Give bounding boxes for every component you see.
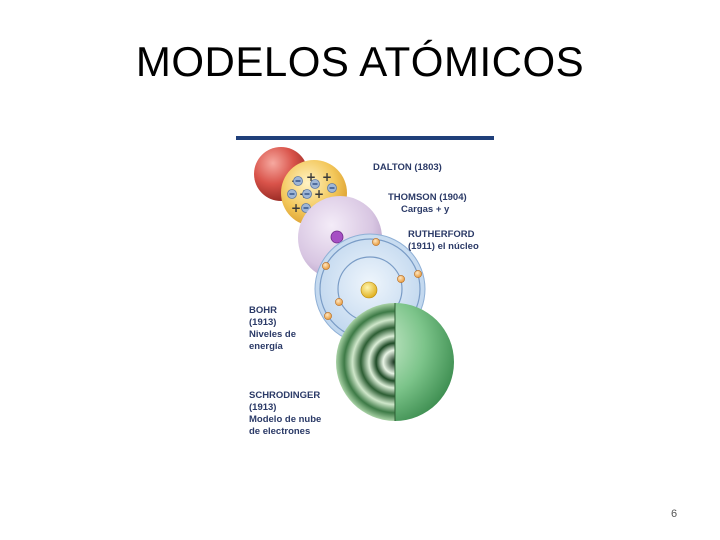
atomic-models-figure: +++ ++ ++ <box>236 136 494 448</box>
bohr-label-line4: energía <box>249 341 284 352</box>
svg-text:+: + <box>314 187 324 201</box>
svg-text:+: + <box>291 201 301 215</box>
svg-text:+: + <box>322 170 332 184</box>
thomson-label-line2: Cargas + y <box>401 204 450 215</box>
bohr-label-line1: BOHR <box>249 305 277 316</box>
schrodinger-label-line4: de electrones <box>249 426 310 437</box>
slide-title: MODELOS ATÓMICOS <box>0 38 720 86</box>
schrodinger-label-line2: (1913) <box>249 402 276 413</box>
dalton-label: DALTON (1803) <box>373 162 442 173</box>
thomson-label-line1: THOMSON (1904) <box>388 192 467 203</box>
schrodinger-label-line3: Modelo de nube <box>249 414 321 425</box>
atomic-models-illustration: +++ ++ ++ <box>236 136 494 448</box>
schrodinger-label-line1: SCHRODINGER <box>249 390 320 401</box>
rutherford-nucleus <box>331 231 343 243</box>
rutherford-label-line2: (1911) el núcleo <box>408 241 479 252</box>
bohr-label-line3: Niveles de <box>249 329 296 340</box>
bohr-nucleus <box>361 282 377 298</box>
schrodinger-model <box>336 303 454 421</box>
bohr-label-line2: (1913) <box>249 317 276 328</box>
rutherford-label-line1: RUTHERFORD <box>408 229 475 240</box>
top-rule <box>236 136 494 140</box>
page-number: 6 <box>664 508 684 520</box>
